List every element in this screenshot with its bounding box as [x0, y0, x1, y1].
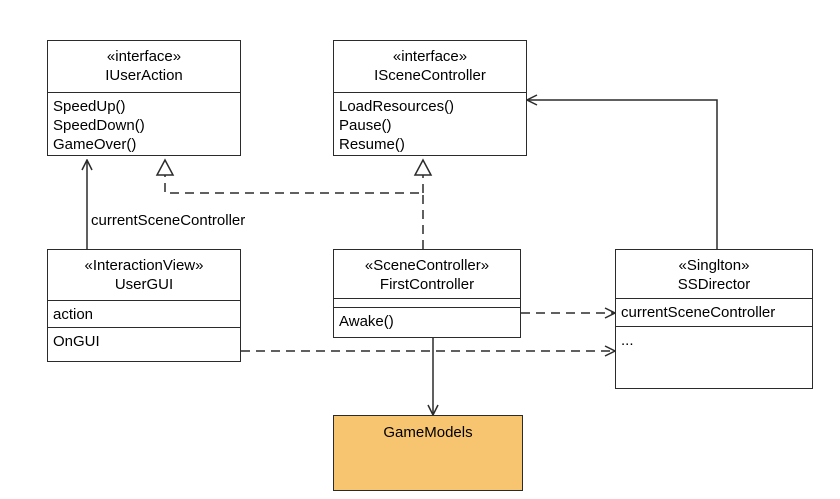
realization-triangle-iscenecontroller: [413, 158, 433, 176]
method-ellipsis: ...: [621, 332, 634, 349]
ssdirector-stereotype: «Singlton»: [678, 257, 750, 274]
attribute-currentscenecontroller: currentSceneController: [621, 304, 776, 321]
method-gameover: GameOver(): [53, 136, 137, 153]
iuseraction-name: IUserAction: [105, 67, 183, 84]
ssdirector-to-iscenecontroller-association: [527, 100, 718, 249]
iscenecontroller-stereotype: «interface»: [392, 48, 468, 65]
attribute-action: action: [53, 306, 94, 323]
method-awake: Awake(): [339, 313, 394, 330]
firstcontroller-realizes-iuseraction: [164, 175, 424, 249]
firstcontroller-name: FirstController: [379, 276, 475, 293]
iscenecontroller-name: ISceneController: [374, 67, 486, 84]
iuseraction-stereotype: «interface»: [106, 48, 182, 65]
method-pause: Pause(): [339, 117, 392, 134]
iscenecontroller-methods: LoadResources() Pause() Resume(): [334, 92, 526, 158]
usergui-name: UserGUI: [114, 276, 174, 293]
class-usergui[interactable]: «InteractionView» UserGUI action OnGUI: [47, 249, 241, 362]
association-label-currentscenecontroller: currentSceneController: [91, 212, 246, 229]
firstcontroller-stereotype: «SceneController»: [364, 257, 490, 274]
class-firstcontroller[interactable]: «SceneController» FirstController Awake(…: [333, 249, 521, 338]
method-ongui: OnGUI: [53, 333, 100, 350]
usergui-methods: OnGUI: [48, 327, 240, 355]
firstcontroller-methods: Awake(): [334, 307, 520, 335]
ssdirector-methods: ...: [616, 326, 812, 354]
method-resume: Resume(): [339, 136, 405, 153]
usergui-attributes: action: [48, 300, 240, 327]
class-iuseraction[interactable]: «interface» IUserAction SpeedUp() SpeedD…: [47, 40, 241, 156]
firstcontroller-attributes: [334, 298, 520, 307]
gamemodels-label: GameModels: [383, 424, 473, 441]
method-speeddown: SpeedDown(): [53, 117, 145, 134]
usergui-stereotype: «InteractionView»: [84, 257, 204, 274]
gamemodels-box[interactable]: GameModels: [333, 415, 523, 491]
ssdirector-attributes: currentSceneController: [616, 298, 812, 326]
iuseraction-methods: SpeedUp() SpeedDown() GameOver(): [48, 92, 240, 158]
method-speedup: SpeedUp(): [53, 98, 126, 115]
class-iscenecontroller[interactable]: «interface» ISceneController LoadResourc…: [333, 40, 527, 156]
class-ssdirector[interactable]: «Singlton» SSDirector currentSceneContro…: [615, 249, 813, 389]
ssdirector-name: SSDirector: [677, 276, 751, 293]
method-loadresources: LoadResources(): [339, 98, 455, 115]
realization-triangle-iuseraction: [155, 158, 175, 176]
